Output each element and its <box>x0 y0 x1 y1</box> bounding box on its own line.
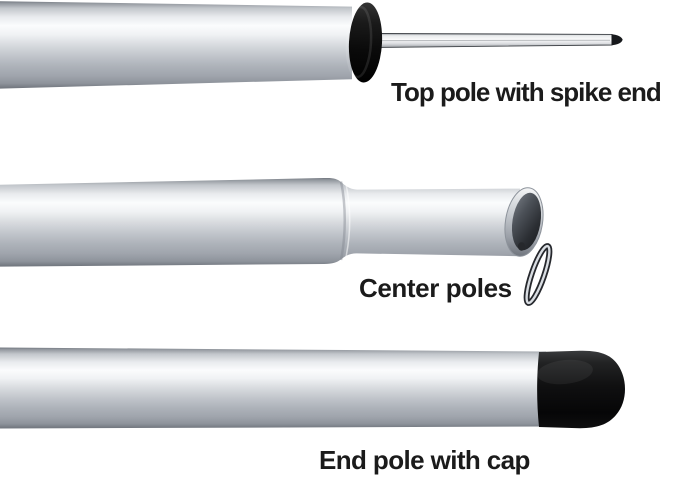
spike-tip <box>611 34 623 46</box>
label-end-pole: End pole with cap <box>319 445 530 475</box>
end-pole <box>0 347 625 429</box>
top-pole-tube <box>0 1 352 89</box>
center-pole-opening <box>511 192 542 251</box>
top-pole <box>0 1 623 89</box>
label-center-pole: Center poles <box>359 273 512 303</box>
center-pole-neck-shadow <box>339 181 346 261</box>
end-pole-cap-sheen <box>537 359 593 385</box>
label-top-pole: Top pole with spike end <box>391 77 662 107</box>
wire-loop-shine <box>525 244 551 305</box>
top-pole-collar <box>348 2 383 83</box>
end-pole-tube <box>0 347 546 429</box>
end-pole-cap <box>537 350 625 429</box>
wire-loop-hole <box>517 242 526 251</box>
top-pole-collar-sheen <box>345 5 373 79</box>
center-pole-tube <box>0 177 521 267</box>
center-pole-neck-highlight <box>345 183 351 258</box>
center-pole <box>0 177 553 306</box>
